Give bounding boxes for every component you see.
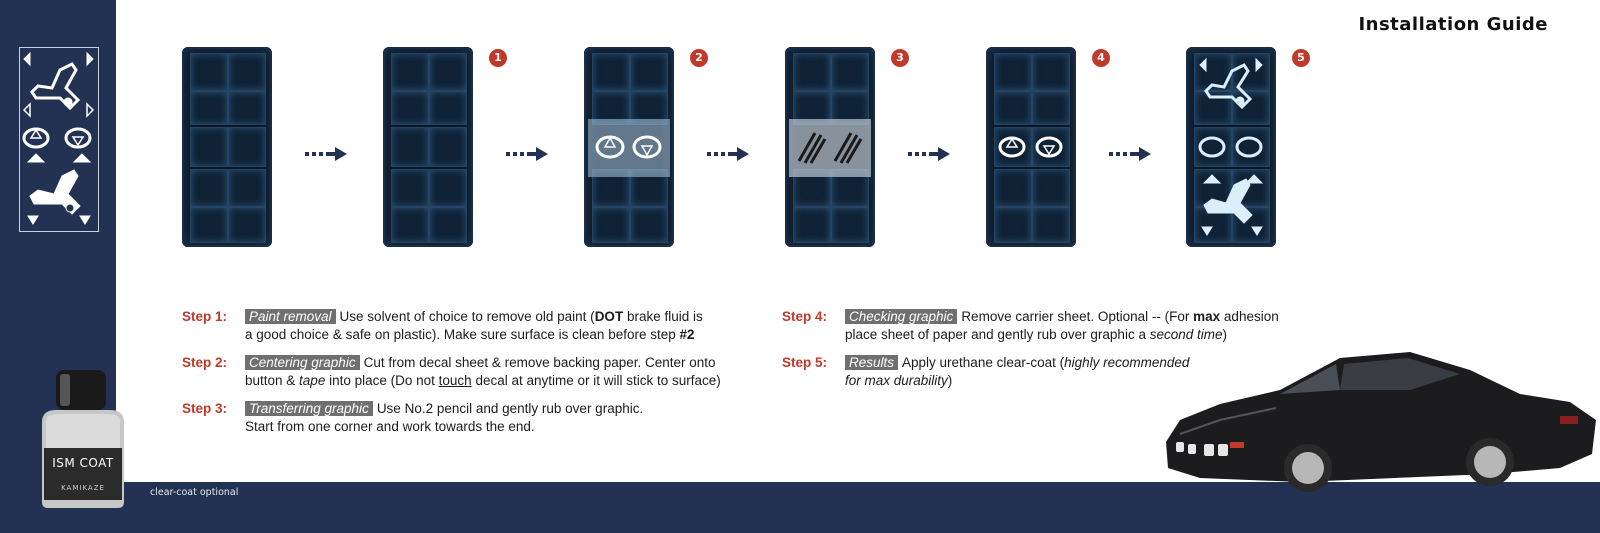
step-text: ) [947,373,953,388]
switch-panel-step5 [1186,47,1276,247]
step-label: Step 3: [182,401,228,416]
step-text: Apply urethane clear-coat ( [902,355,1065,370]
step-text: into place (Do not [325,373,439,388]
step-tag: Transferring graphic [245,401,373,416]
step-line: place sheet of paper and gently rub over… [845,326,1342,344]
step-text: a good choice & safe on plastic). Make s… [245,327,680,342]
bottle-brand: ISM COAT [52,456,114,470]
icon-legend [19,47,99,232]
switch-panel-original [182,47,272,247]
switch-panel-step2 [584,47,674,247]
step-text-italic: for max durability [845,373,948,388]
car-windows [1340,358,1460,390]
arrow-right-icon [86,51,94,67]
step-label: Step 1: [182,309,228,324]
dashed-arrow-icon [1109,147,1151,161]
step-text: ) [1222,327,1228,342]
dashed-arrow-icon [908,147,950,161]
dashed-arrow-icon [305,147,347,161]
finished-seat-graphics-icon [1198,57,1264,236]
page-title: Installation Guide [1358,14,1548,35]
step-badge-1: 1 [489,49,507,67]
switch-panel-step1 [383,47,473,247]
step-label: Step 2: [182,355,228,370]
pencil-rubbing-icon [797,132,863,164]
step-text-italic: highly recommended [1064,355,1190,370]
step-text-italic: tape [299,373,326,388]
step-text: brake fluid is [623,309,703,324]
clear-coat-note: clear-coat optional [150,487,239,498]
step-text: decal at anytime or it will stick to sur… [471,373,721,388]
step-text-bold: DOT [594,309,624,324]
clear-coat-bottle: ISM COAT KAMIKAZE [34,370,132,510]
step-badge-4: 4 [1092,49,1110,67]
car-illustration [1166,352,1596,492]
seat-back-icon [30,62,81,111]
step-label: Step 5: [782,355,828,370]
step-text-italic: second time [1149,327,1223,342]
lumbar-decal-icon [595,135,662,159]
step-text: Remove carrier sheet. Optional -- (For [961,309,1194,324]
step-tag: Results [845,355,899,370]
step-text: Use No.2 pencil and gently rub over grap… [376,401,644,416]
step-text: button & [245,373,300,388]
step-line: for max durability) [845,372,1342,390]
bottle-icon [42,370,124,508]
step-text-underline: touch [438,373,472,388]
step-label: Step 4: [782,309,828,324]
arrow-left-icon [23,51,31,67]
seat-cushion-icon [29,169,81,215]
step-text: place sheet of paper and gently rub over… [845,327,1150,342]
switch-panel-step4 [986,47,1076,247]
step-badge-2: 2 [690,49,708,67]
step-text: Use solvent of choice to remove old pain… [339,309,595,324]
step-tag: Checking graphic [845,309,958,324]
dashed-arrow-icon [707,147,749,161]
step-line: button & tape into place (Do not touch d… [245,372,762,390]
dashed-arrow-icon [506,147,548,161]
bottom-band [0,482,1600,533]
bottle-maker: KAMIKAZE [61,484,105,492]
switch-panel-step3 [785,47,875,247]
step-tag: Paint removal [245,309,336,324]
step-badge-3: 3 [891,49,909,67]
step-text: Cut from decal sheet & remove backing pa… [363,355,716,370]
lumbar-decal-icon [998,136,1063,158]
lumbar-right-icon [64,127,92,149]
seat-controls-legend-icon [22,51,95,225]
step-text-bold: #2 [679,327,695,342]
decal-tape [588,119,670,177]
step-badge-5: 5 [1292,49,1310,67]
step-line: a good choice & safe on plastic). Make s… [245,326,762,344]
step-text-bold: max [1193,309,1221,324]
step-line: Start from one corner and work towards t… [245,419,535,434]
step-text: adhesion [1220,309,1279,324]
step-tag: Centering graphic [245,355,360,370]
